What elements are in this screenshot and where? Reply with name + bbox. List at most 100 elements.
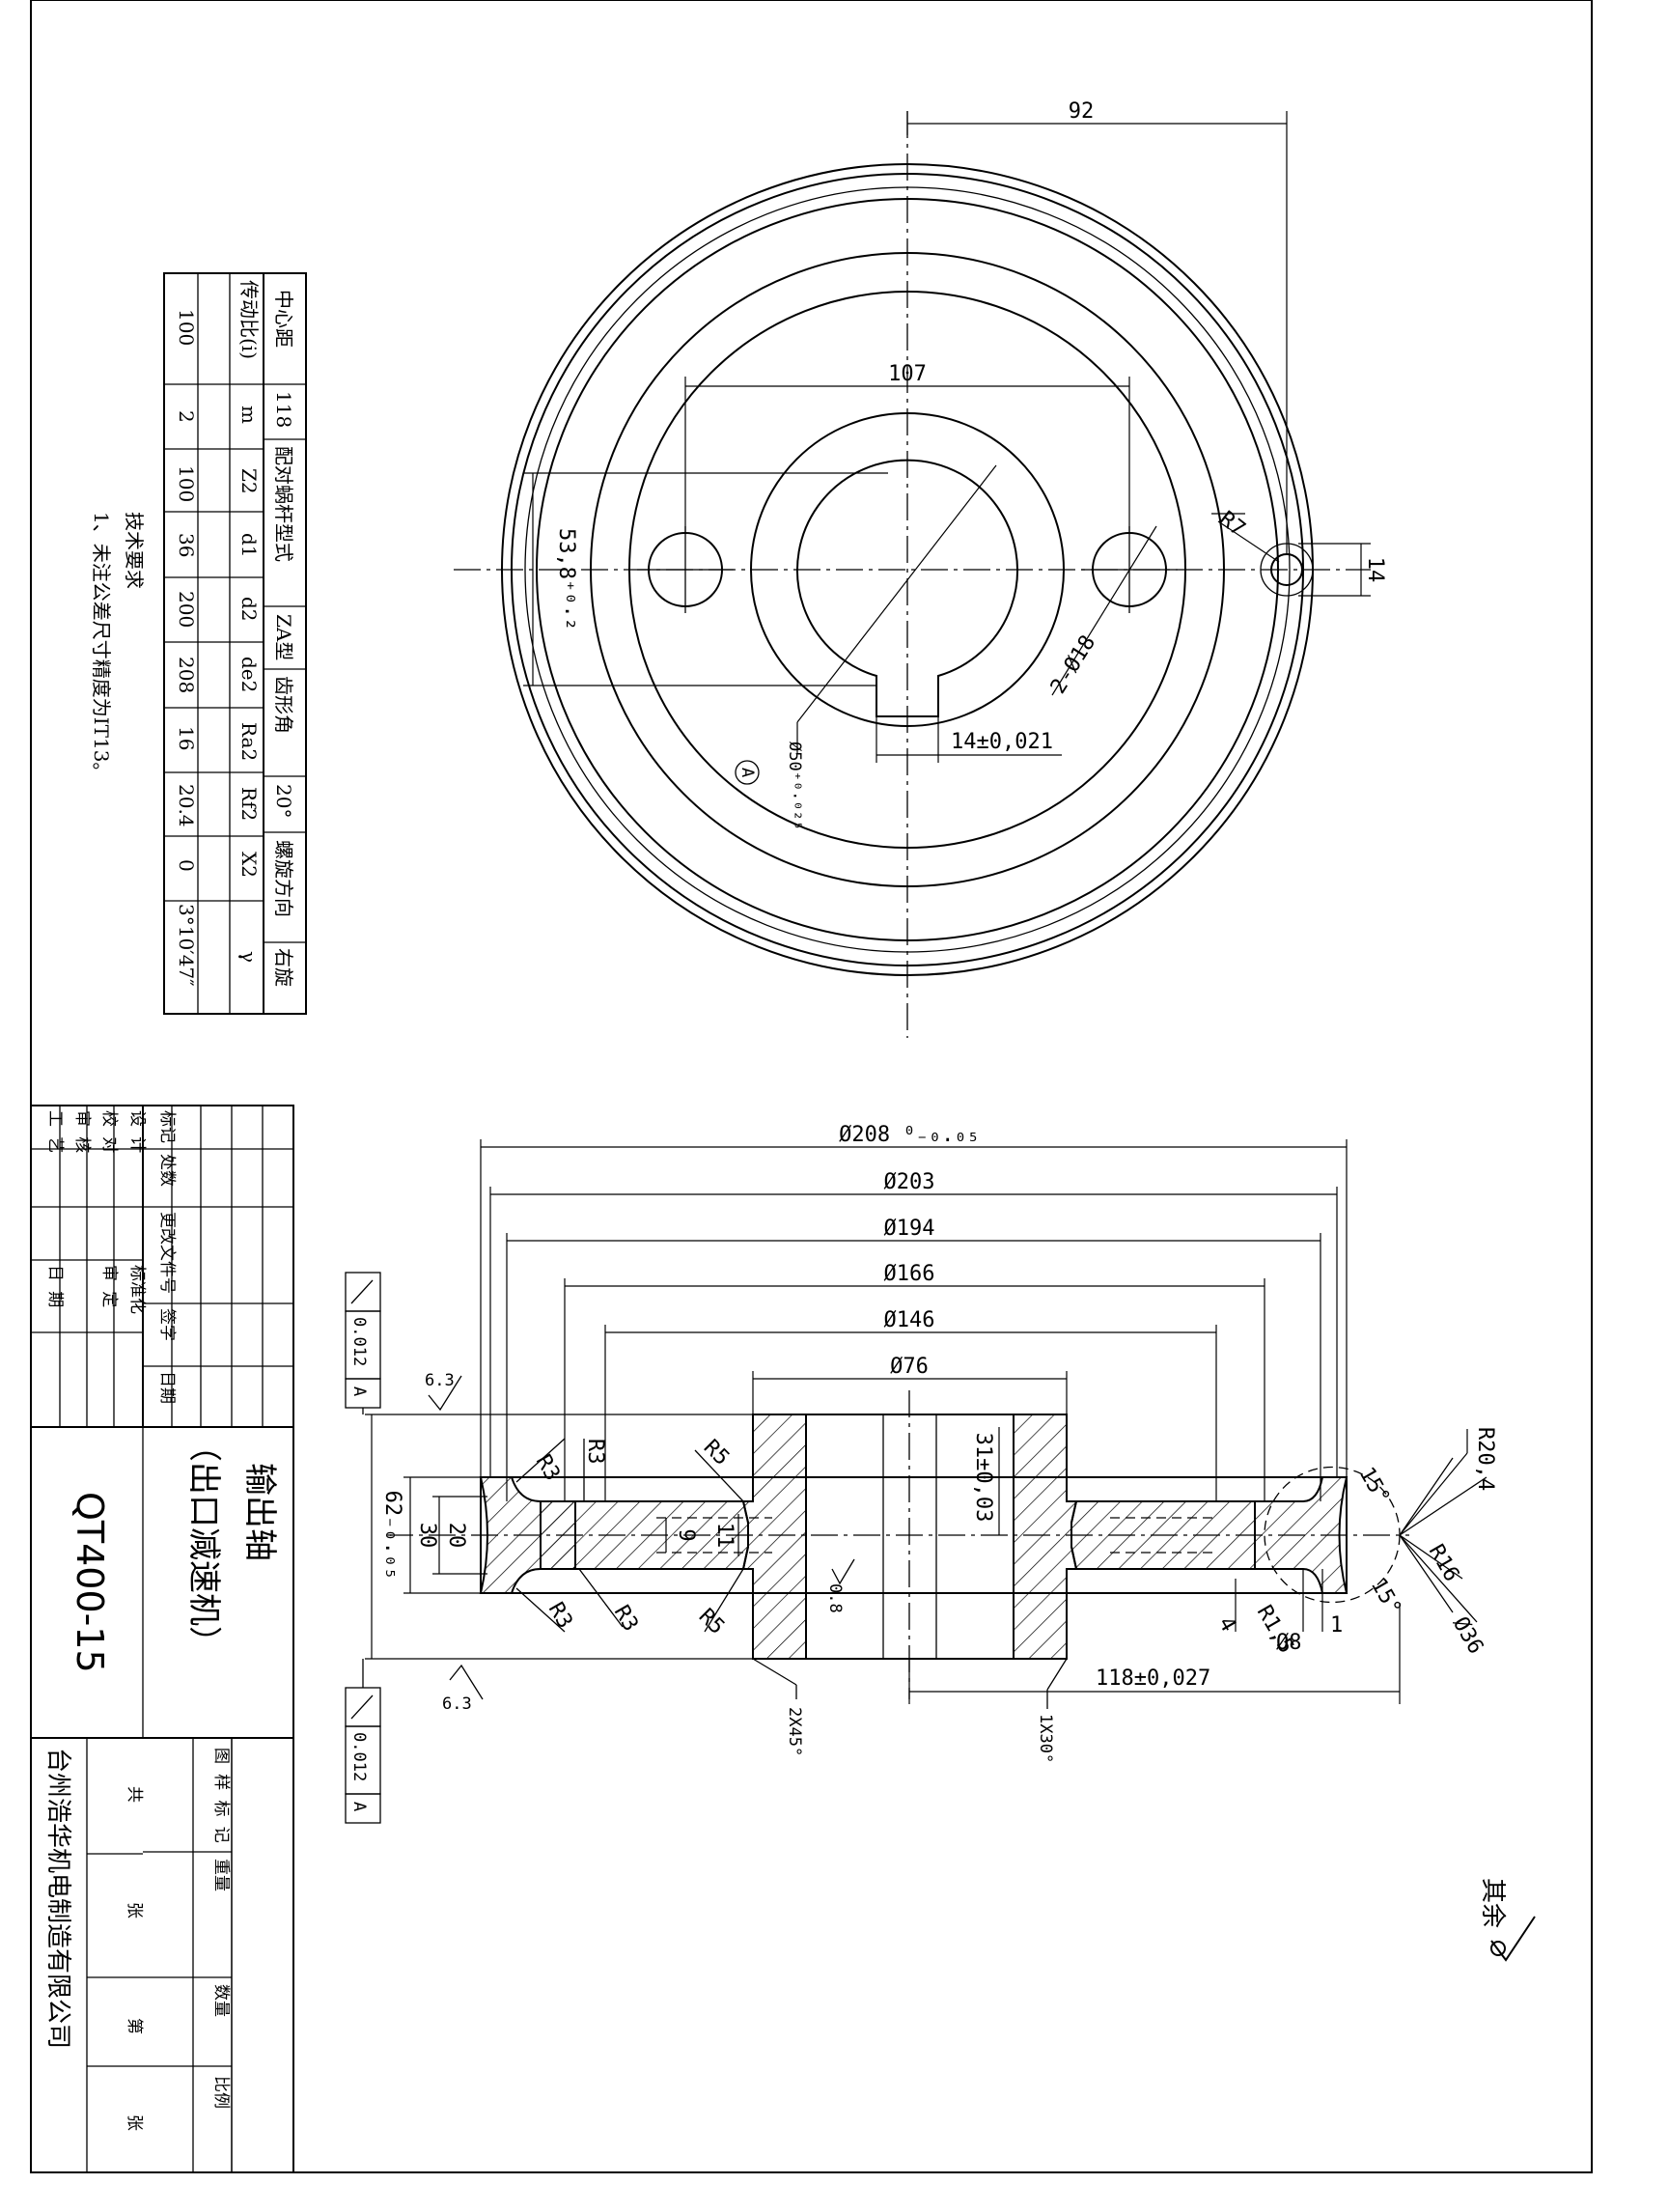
- tb-check: 校 对: [99, 1110, 119, 1153]
- part-subtitle: （出口减速机）: [184, 1429, 223, 1659]
- dim-d166: Ø166: [884, 1262, 935, 1286]
- dim-key: 14±0,021: [951, 730, 1053, 754]
- title-block: 标记 处数 更改文件号 签字 日期 设 计 校 对 审 核 工 艺 标准化 审 …: [30, 1105, 294, 2173]
- tb-sheet: 张: [125, 2114, 144, 2131]
- dim-chamfer-1x30: 1X30°: [1036, 1714, 1055, 1763]
- tb-mark: 标记: [157, 1110, 177, 1143]
- dim-d36: Ø36: [1448, 1613, 1488, 1659]
- dim-r3d: R3: [609, 1602, 643, 1636]
- tbl-de2-label: de2: [237, 657, 261, 692]
- dim-chamfer-2x45: 2X45°: [785, 1707, 804, 1756]
- tbl-worm-type-label: 配对蜗杆型式: [272, 446, 295, 562]
- tbl-helix-label: 螺旋方向: [272, 840, 295, 917]
- tb-total: 共: [125, 1786, 144, 1803]
- roughness-symbol-icon: [1490, 1941, 1506, 1956]
- dim-d1: 1: [1330, 1613, 1343, 1638]
- tbl-gamma-label: γ: [237, 951, 261, 963]
- dim-14: 14: [1363, 557, 1387, 583]
- tbl-profile-angle-label: 齿形角: [272, 676, 295, 734]
- dim-d203: Ø203: [884, 1170, 935, 1194]
- tbl-z2-label: Z2: [237, 468, 261, 494]
- tb-change-doc: 更改文件号: [157, 1212, 177, 1294]
- tbl-m-label: m: [237, 406, 261, 424]
- dim-w11: 11: [712, 1523, 737, 1549]
- dim-r3a: R3: [531, 1451, 565, 1485]
- remaining-roughness-note: 其余: [1478, 1878, 1536, 1962]
- dim-r5b: R5: [694, 1605, 729, 1639]
- tbl-rf2-value: 20.4: [175, 784, 198, 827]
- tb-sign: 签字: [157, 1308, 177, 1341]
- dim-w62: 62₋₀.₀₅: [380, 1491, 404, 1581]
- dim-d76: Ø76: [890, 1355, 929, 1379]
- tbl-z2-value: 100: [175, 465, 198, 502]
- tb-review: 审 核: [72, 1110, 92, 1153]
- tbl-ra2-label: Ra2: [237, 722, 261, 761]
- tbl-de2-value: 208: [175, 657, 198, 693]
- tbl-ratio-value: 100: [175, 309, 198, 346]
- dim-w31: 31±0,03: [971, 1433, 995, 1523]
- dim-d146: Ø146: [884, 1308, 935, 1332]
- tbl-rf2-label: Rf2: [237, 787, 261, 821]
- tbl-helix-value: 右旋: [272, 948, 295, 987]
- tbl-d2-value: 200: [175, 591, 198, 628]
- tb-standard: 标准化: [127, 1265, 147, 1314]
- dim-d8: Ø8: [1276, 1631, 1302, 1655]
- tb-weight: 重量: [211, 1859, 231, 1891]
- tol-value-bottom: 0.012: [349, 1732, 369, 1781]
- remaining-roughness-label: 其余: [1478, 1878, 1507, 1928]
- dim-w30: 30: [415, 1523, 439, 1549]
- tb-date: 日期: [157, 1371, 177, 1404]
- tbl-center-distance-label: 中心距: [272, 290, 295, 348]
- dim-w20: 20: [444, 1523, 468, 1549]
- dim-107: 107: [888, 362, 927, 386]
- ra-0-8: 0.8: [825, 1583, 845, 1613]
- dim-w9: 9: [674, 1528, 698, 1541]
- tbl-d1-label: d1: [237, 533, 261, 558]
- tb-design: 设 计: [127, 1110, 147, 1153]
- dim-53-8: 53,8⁺⁰·²: [554, 528, 578, 630]
- tbl-x2-value: 0: [175, 859, 198, 872]
- material: QT400-15: [69, 1492, 111, 1673]
- dim-a15a: 15°: [1354, 1464, 1395, 1509]
- tb-count: 处数: [157, 1154, 177, 1187]
- tbl-center-distance-value: 118: [272, 391, 295, 428]
- tbl-m-value: 2: [175, 410, 198, 423]
- dim-r3c: R3: [543, 1599, 577, 1633]
- tbl-ratio-label: 传动比(i): [237, 280, 261, 359]
- tech-requirements: 技术要求 1、未注公差尺寸精度为IT13。: [90, 512, 146, 781]
- dim-r5a: R5: [699, 1436, 734, 1470]
- part-name: 输出轴: [240, 1463, 279, 1561]
- dim-d208: Ø208 ⁰₋₀.₀₅: [839, 1123, 980, 1147]
- tbl-worm-type-value: ZA型: [272, 614, 295, 660]
- tbl-d1-value: 36: [175, 533, 198, 557]
- dim-d4: 4: [1213, 1613, 1240, 1637]
- dim-r7: R7: [1214, 507, 1249, 542]
- tb-scale: 比例: [211, 2076, 231, 2109]
- param-table: 中心距 118 配对蜗杆型式 ZA型 齿形角 20° 螺旋方向 右旋 传动比(i…: [163, 272, 307, 1015]
- tb-no: 第: [125, 2018, 144, 2034]
- tbl-gamma-value: 3°10′47″: [175, 904, 198, 987]
- tbl-x2-label: X2: [237, 852, 261, 878]
- dim-118: 118±0,027: [1096, 1666, 1210, 1691]
- dim-bore: Ø50⁺⁰·⁰²⁵: [785, 742, 804, 830]
- tbl-ra2-value: 16: [175, 726, 198, 750]
- tol-datum-top: A: [349, 1386, 369, 1396]
- dim-92: 92: [1069, 99, 1095, 124]
- tb-approve: 审 定: [99, 1265, 119, 1307]
- tbl-profile-angle-value: 20°: [272, 784, 295, 818]
- dim-d194: Ø194: [884, 1217, 935, 1241]
- dim-r20: R20,4: [1473, 1427, 1497, 1491]
- tb-drawing-mark: 图 样 标 记: [211, 1748, 231, 1843]
- company-name: 台州浩华机电制造有限公司: [43, 1748, 72, 2049]
- tbl-d2-label: d2: [237, 597, 261, 622]
- tech-req-title: 技术要求: [123, 512, 146, 589]
- tech-req-item1: 1、未注公差尺寸精度为IT13。: [90, 512, 113, 781]
- tol-datum-bottom: A: [349, 1802, 369, 1811]
- tol-value-top: 0.012: [349, 1317, 369, 1366]
- ra-6-3-top: 6.3: [425, 1371, 455, 1390]
- dim-r3b: R3: [583, 1439, 607, 1465]
- tb-process: 工 艺: [45, 1110, 65, 1153]
- ra-6-3-bottom: 6.3: [442, 1694, 472, 1714]
- dim-2-holes: 2-Ø18: [1046, 631, 1100, 698]
